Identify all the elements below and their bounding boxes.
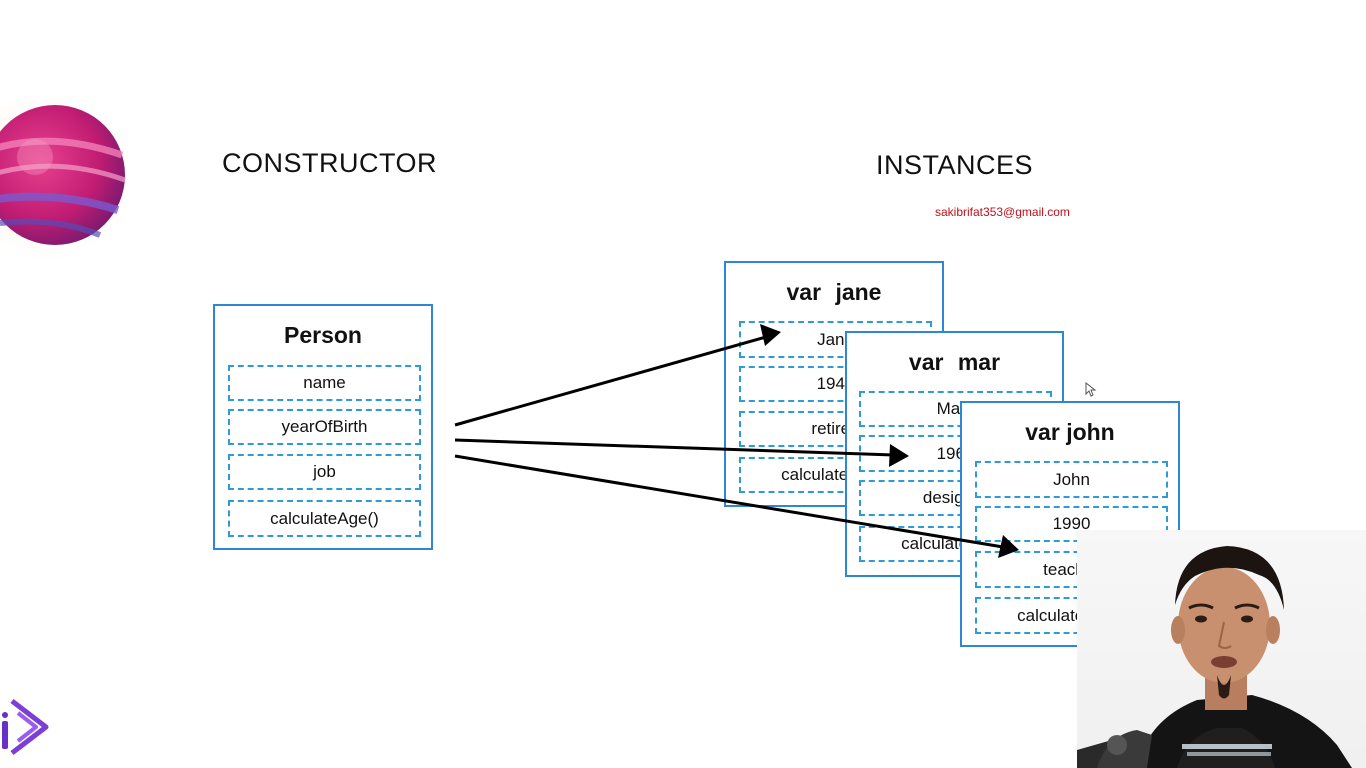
person-constructor-card: Person name yearOfBirth job calculateAge…	[213, 304, 433, 550]
play-logo-icon	[2, 699, 49, 755]
watermark-email: sakibrifat353@gmail.com	[935, 205, 1070, 219]
calculate-age-field: calculateAge()	[228, 500, 421, 537]
jane-name: jane	[835, 279, 882, 305]
jane-var-keyword: var	[786, 279, 822, 305]
mark-card-title: var mar	[847, 349, 1062, 376]
presenter-webcam	[1077, 530, 1366, 768]
presenter-video	[1077, 546, 1352, 768]
name-field: name	[228, 365, 421, 401]
mouse-cursor-icon	[1085, 382, 1097, 397]
mark-var-keyword: var	[908, 349, 944, 375]
arrow-to-jane	[454, 335, 767, 427]
mark-name: mar	[957, 349, 1001, 375]
planet-illustration	[0, 95, 140, 260]
year-of-birth-field: yearOfBirth	[228, 409, 421, 445]
person-card-title: Person	[284, 322, 362, 348]
john-name-field: John	[975, 461, 1168, 498]
jane-card-title: var jane	[726, 279, 942, 306]
john-card-title: var john	[1025, 419, 1115, 445]
constructor-heading: CONSTRUCTOR	[222, 148, 438, 178]
job-field: job	[228, 454, 421, 490]
instances-heading: INSTANCES	[876, 150, 1034, 180]
